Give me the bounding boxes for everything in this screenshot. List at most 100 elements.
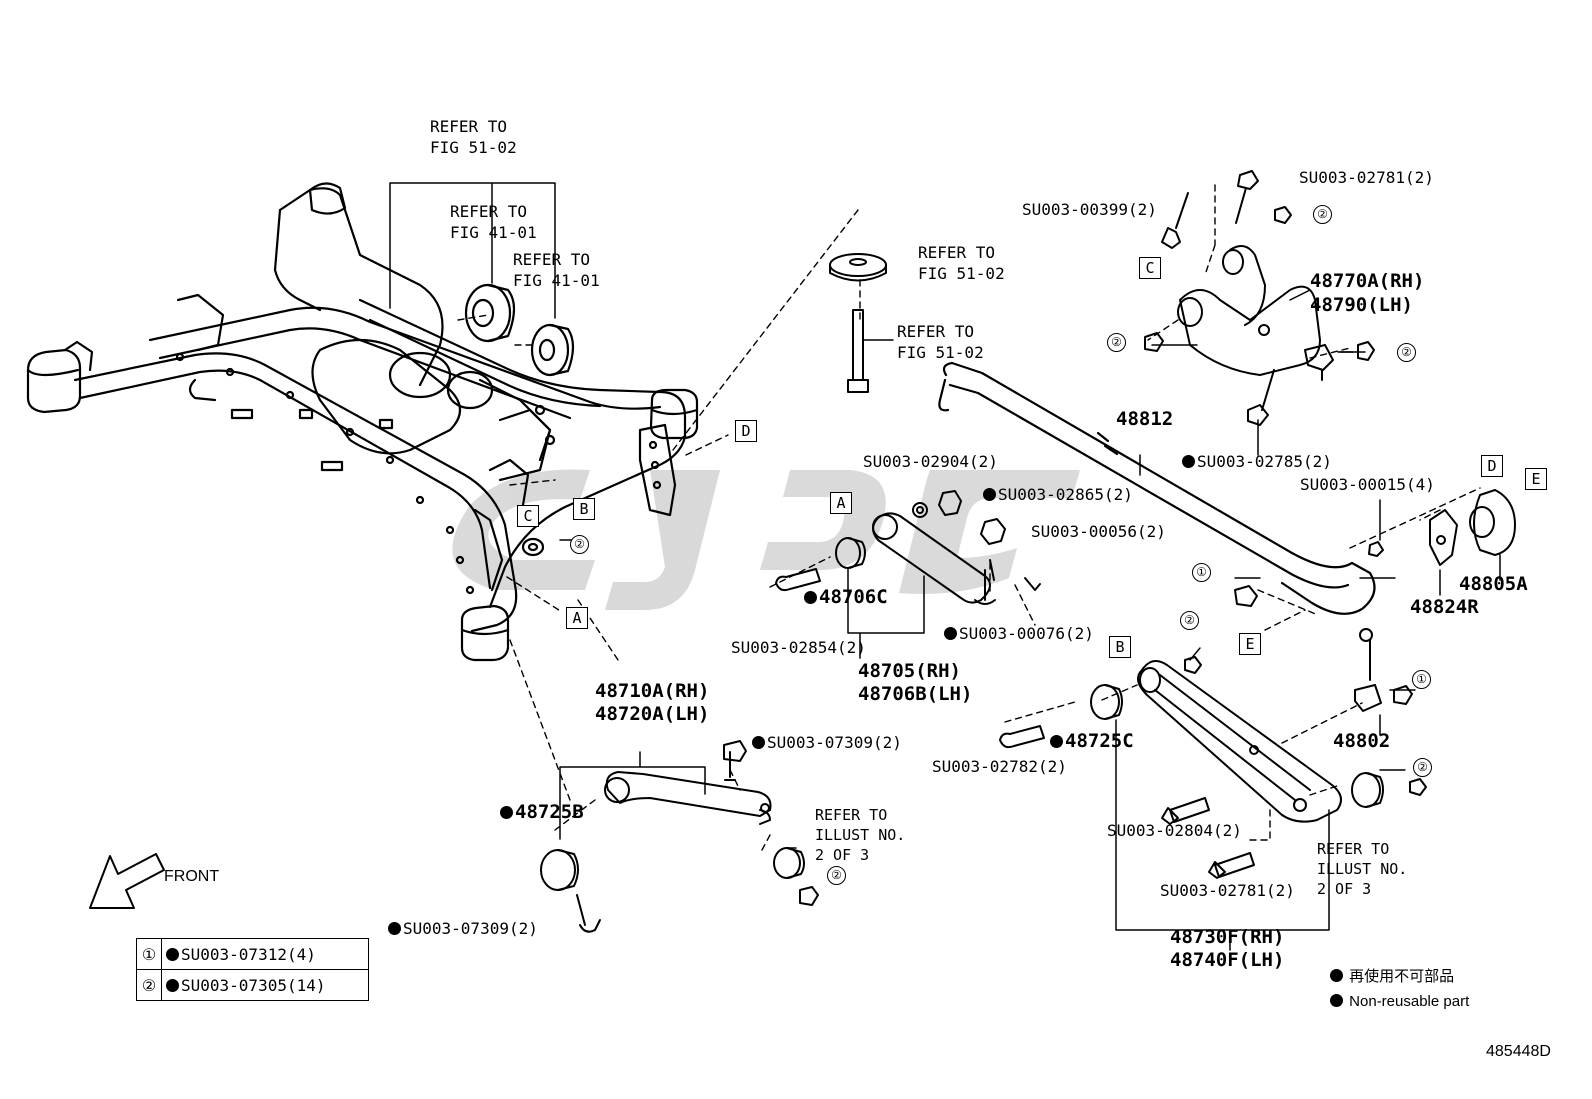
nonreusable-dot-icon [166, 978, 179, 992]
legend-row: ② SU003-07305(14) [136, 969, 370, 1001]
stabilizer-link-48802 [1234, 585, 1413, 736]
refer-fig: FIG 41-01 [450, 223, 537, 242]
circled-1-marker: ① [1412, 670, 1431, 689]
circled-2-marker: ② [827, 866, 846, 885]
nonreusable-dot-icon [1182, 455, 1195, 468]
part-48824r[interactable]: 48824R [1410, 596, 1479, 618]
watermark-logo [452, 469, 1080, 610]
part-su003-07309-top[interactable]: SU003-07309(2) [752, 732, 902, 753]
circled-2-marker: ② [1107, 333, 1126, 352]
circled-2-marker: ② [1180, 611, 1199, 630]
upper-arm-48770a [1144, 170, 1375, 456]
part-su003-02782[interactable]: SU003-02782(2) [932, 757, 1067, 776]
refer-fig: FIG 41-01 [513, 271, 600, 290]
part-su003-00076[interactable]: SU003-00076(2) [944, 623, 1094, 644]
part-su003-02854[interactable]: SU003-02854(2) [731, 638, 866, 657]
nonreusable-dot-icon [752, 736, 765, 749]
refer-text: REFER TO [1317, 840, 1390, 858]
part-number: 48725C [1065, 730, 1134, 752]
leader-48710 [559, 751, 706, 840]
refer-fig: FIG 51-02 [918, 264, 1005, 283]
part-48725b[interactable]: 48725B [500, 801, 584, 824]
refer-text: REFER TO [897, 322, 975, 341]
part-number: SU003-02785(2) [1197, 452, 1332, 471]
marker-a-link: A [830, 492, 852, 514]
part-48706c[interactable]: 48706C [804, 586, 888, 609]
nonreusable-dot-icon [804, 591, 817, 604]
refer-page: 2 OF 3 [815, 846, 870, 864]
legend-part[interactable]: SU003-07305(14) [160, 969, 370, 1001]
part-48805a[interactable]: 48805A [1459, 573, 1528, 595]
part-48770a-rh[interactable]: 48770A(RH) [1310, 270, 1425, 292]
leader-refer-top [389, 182, 556, 319]
legend-key: ① [136, 938, 162, 970]
front-label: FRONT [164, 868, 220, 885]
part-su003-02781-bottom[interactable]: SU003-02781(2) [1160, 881, 1295, 900]
part-number: SU003-00076(2) [959, 624, 1094, 643]
body-mount-parts [829, 253, 894, 393]
stabilizer-bar-48812 [938, 361, 1376, 615]
marker-e-bushing: E [1525, 468, 1547, 490]
upper-link-48705 [775, 490, 1041, 605]
refer-text: REFER TO [450, 202, 528, 221]
leader-48730 [1115, 719, 1330, 951]
part-number: SU003-07312(4) [181, 944, 316, 964]
part-48812[interactable]: 48812 [1116, 408, 1174, 430]
bushing-top-b [530, 323, 575, 377]
refer-illust: ILLUST NO. [1317, 860, 1408, 878]
refer-fig: FIG 51-02 [897, 343, 984, 362]
marker-a-subframe: A [566, 607, 588, 629]
stabilizer-bushing-48805a [1368, 489, 1516, 596]
marker-c-subframe: C [517, 505, 539, 527]
part-su003-02781-top[interactable]: SU003-02781(2) [1299, 168, 1434, 187]
nonreusable-dot-icon [1330, 969, 1343, 982]
marker-b-subframe: B [573, 498, 595, 520]
refer-illust: ILLUST NO. [815, 826, 906, 844]
refer-text: REFER TO [513, 250, 591, 269]
nonreusable-dot-icon [944, 627, 957, 640]
part-48802[interactable]: 48802 [1333, 730, 1391, 752]
legend-row: ① SU003-07312(4) [136, 938, 370, 970]
refer-text: REFER TO [430, 117, 508, 136]
nonreusable-dot-icon [500, 806, 513, 819]
part-number: SU003-07309(2) [403, 919, 538, 938]
leader-48705 [847, 567, 925, 659]
circled-2-marker: ② [1413, 758, 1432, 777]
part-48740f-lh[interactable]: 48740F(LH) [1170, 949, 1285, 971]
part-su003-00015[interactable]: SU003-00015(4) [1300, 475, 1435, 494]
part-48725c[interactable]: 48725C [1050, 730, 1134, 753]
refer-text: REFER TO [815, 806, 888, 824]
part-su003-02865[interactable]: SU003-02865(2) [983, 484, 1133, 505]
part-su003-02804[interactable]: SU003-02804(2) [1107, 821, 1242, 840]
marker-d-bracket: D [1481, 455, 1503, 477]
part-48710a-rh[interactable]: 48710A(RH) [595, 680, 710, 702]
part-48705-rh[interactable]: 48705(RH) [858, 660, 961, 682]
part-48730f-rh[interactable]: 48730F(RH) [1170, 926, 1285, 948]
bushing-top-a [464, 283, 516, 343]
part-number: 48725B [515, 801, 584, 823]
note-text: Non-reusable part [1349, 993, 1470, 1010]
note-nonreusable-en: Non-reusable part [1330, 991, 1469, 1012]
rear-subframe [26, 182, 699, 662]
refer-text: REFER TO [918, 243, 996, 262]
legend-part[interactable]: SU003-07312(4) [160, 938, 370, 970]
part-su003-02904[interactable]: SU003-02904(2) [863, 452, 998, 471]
part-48790-lh[interactable]: 48790(LH) [1310, 294, 1413, 316]
part-su003-00056[interactable]: SU003-00056(2) [1031, 522, 1166, 541]
refer-fig: FIG 51-02 [430, 138, 517, 157]
part-48720a-lh[interactable]: 48720A(LH) [595, 703, 710, 725]
marker-d-subframe: D [735, 420, 757, 442]
part-su003-02785[interactable]: SU003-02785(2) [1182, 451, 1332, 472]
nonreusable-dot-icon [1330, 994, 1343, 1007]
part-number: SU003-02865(2) [998, 485, 1133, 504]
marker-e-link: E [1239, 633, 1261, 655]
part-48706b-lh[interactable]: 48706B(LH) [858, 683, 973, 705]
lower-arm-48730f [999, 656, 1427, 879]
marker-c-arm: C [1139, 257, 1161, 279]
part-su003-00399[interactable]: SU003-00399(2) [1022, 200, 1157, 219]
nonreusable-dot-icon [983, 488, 996, 501]
part-number: SU003-07305(14) [181, 975, 326, 995]
circled-2-marker: ② [1313, 205, 1332, 224]
part-su003-07309-bottom[interactable]: SU003-07309(2) [388, 918, 538, 939]
